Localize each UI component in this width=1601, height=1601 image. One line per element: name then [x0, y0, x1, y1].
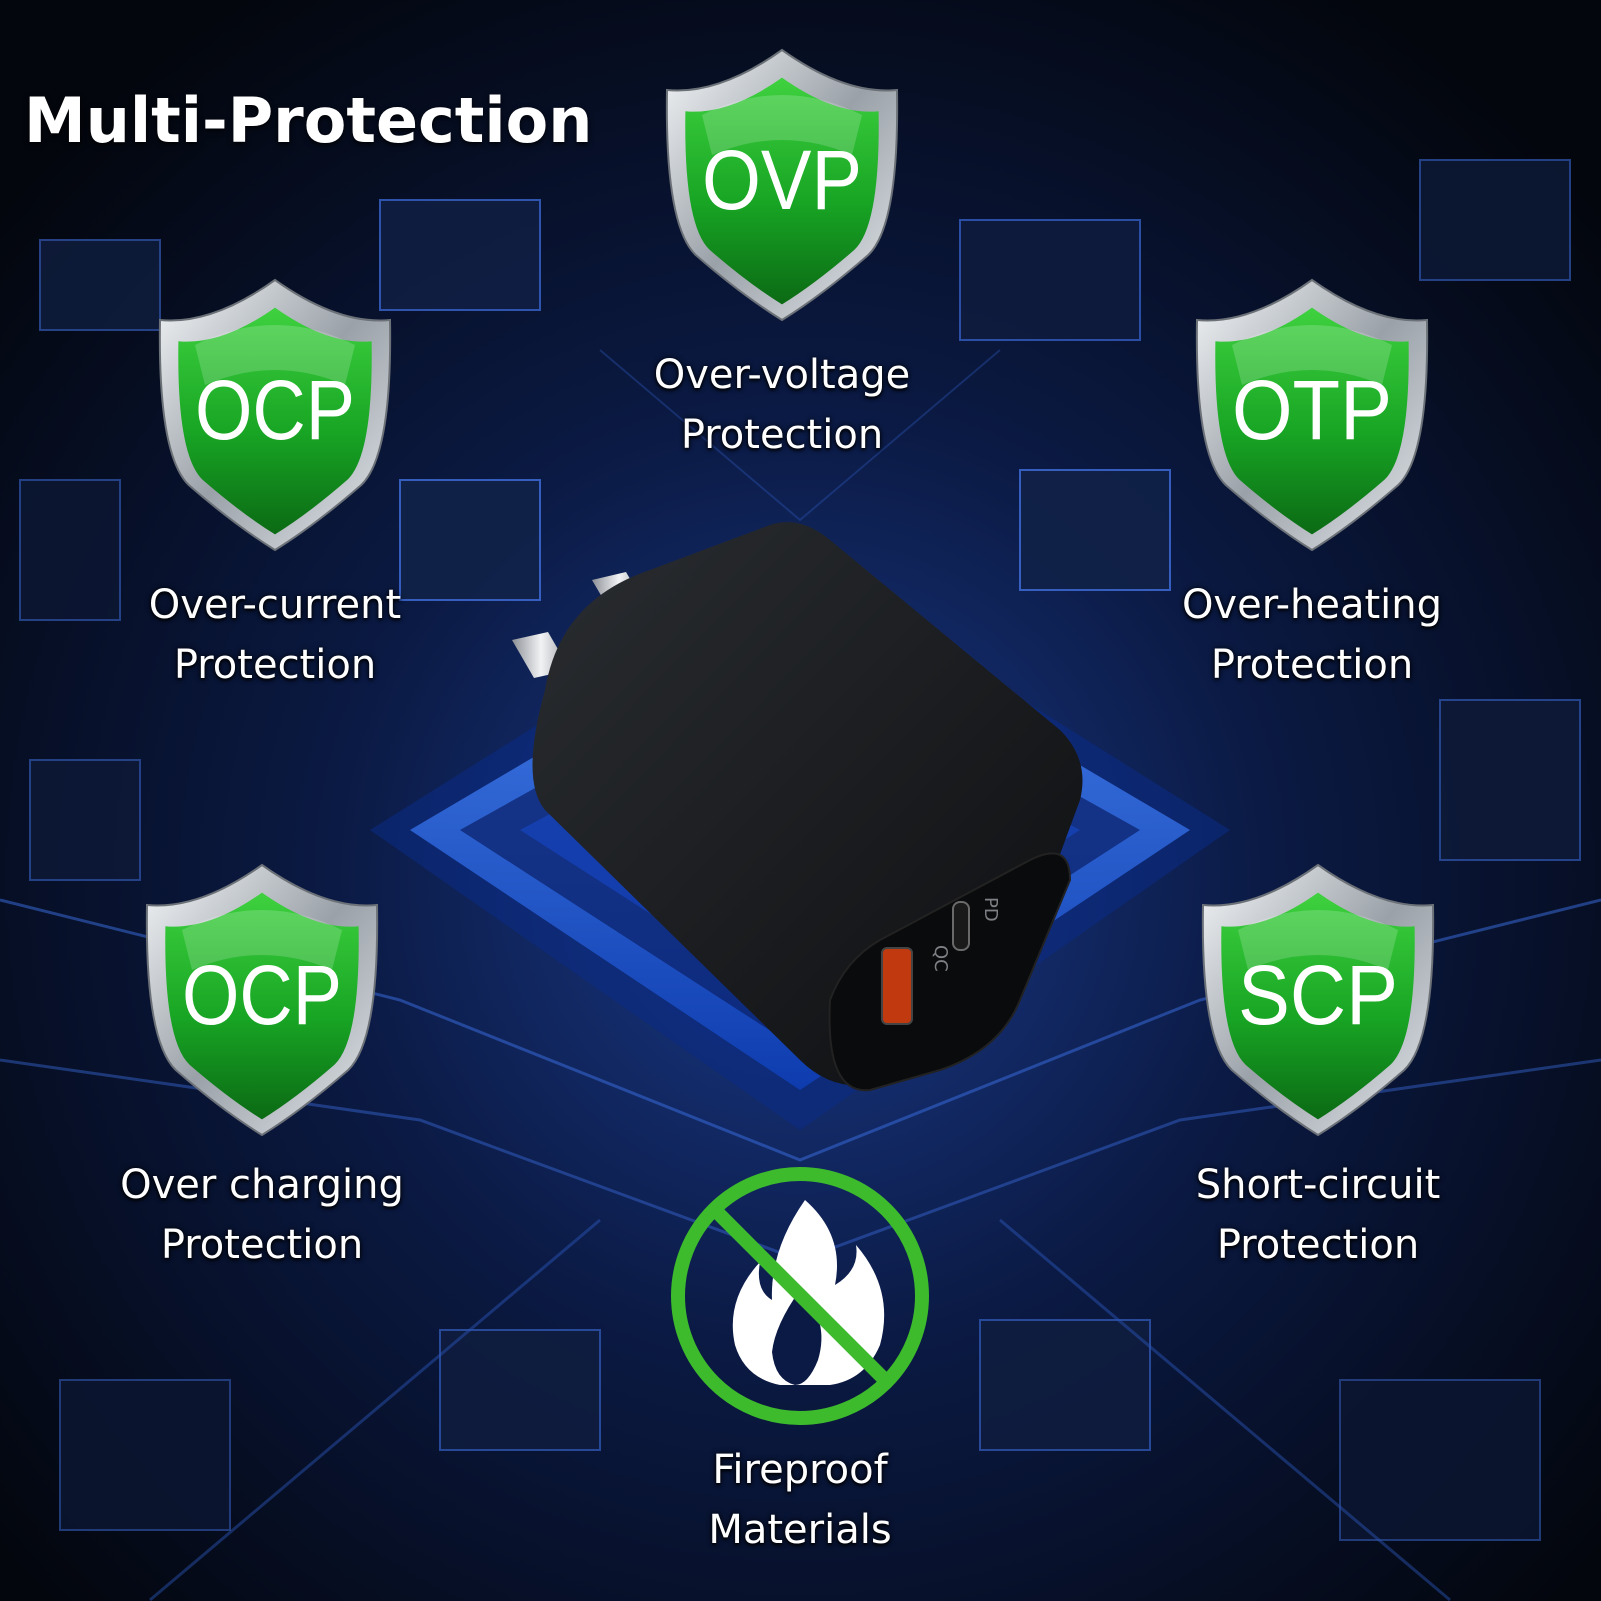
shield-ovp-icon: OVP	[665, 48, 899, 322]
shield-code: OVP	[702, 133, 862, 227]
shield-ocp-icon: OCP	[158, 278, 392, 552]
port-label-qc: QC	[930, 945, 951, 972]
shield-code: OCP	[195, 363, 355, 457]
shield-code: OTP	[1232, 363, 1392, 457]
shield-scp-icon: SCP	[1201, 863, 1435, 1137]
usb-c-port	[952, 901, 970, 951]
fireproof-label-line: Materials	[708, 1507, 892, 1553]
protection-label-line: Over-voltage	[653, 352, 911, 398]
protection-label-line: Over-heating	[1181, 582, 1443, 628]
shield-code: OCP	[182, 948, 342, 1042]
protection-label-line: Over charging	[120, 1162, 404, 1208]
protection-label-line: Protection	[1216, 1222, 1420, 1268]
shield-otp-icon: OTP	[1195, 278, 1429, 552]
protection-label-line: Over-current	[148, 582, 402, 628]
usb-a-port	[881, 947, 913, 1025]
protection-label-line: Short-circuit	[1195, 1162, 1441, 1208]
protection-shields: OVP OCP OTP OCP SCP	[145, 48, 1435, 1137]
no-fire-icon	[671, 1167, 929, 1425]
page-title: Multi-Protection	[24, 84, 593, 157]
protection-label-line: Protection	[680, 412, 884, 458]
fireproof-label-line: Fireproof	[712, 1447, 888, 1493]
protection-label-line: Protection	[1210, 642, 1414, 688]
protection-label-line: Protection	[160, 1222, 364, 1268]
usb-charger: PD QC	[512, 522, 1083, 1092]
shield-ocp-icon: OCP	[145, 863, 379, 1137]
protection-label-line: Protection	[173, 642, 377, 688]
shield-code: SCP	[1238, 948, 1398, 1042]
port-label-pd: PD	[980, 897, 1001, 922]
